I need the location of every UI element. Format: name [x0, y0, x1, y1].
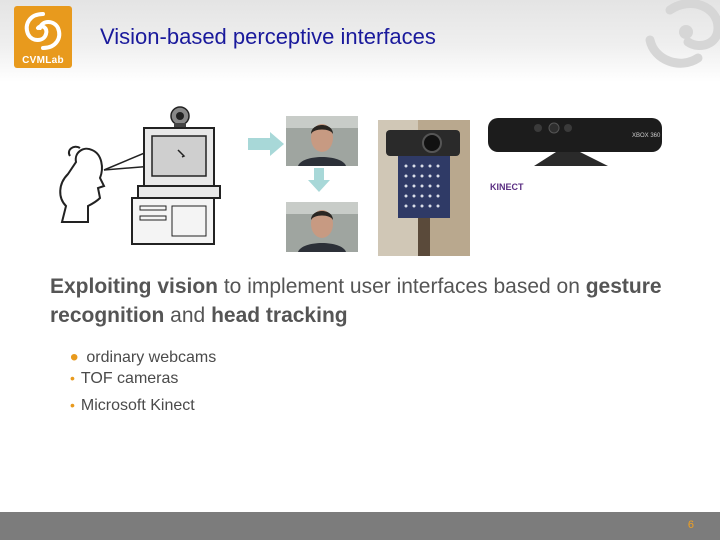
body-heading: Exploiting vision to implement user inte… — [50, 272, 690, 330]
heading-part: gesture recognition — [50, 275, 662, 327]
decorative-swirl-icon — [645, 0, 720, 68]
person-icon — [59, 145, 106, 223]
bullet-text: ordinary webcams — [86, 349, 217, 366]
bullet-item: • Microsoft Kinect — [70, 397, 195, 415]
header-bar: CVMLab Vision-based perceptive interface… — [0, 0, 720, 82]
cvmlab-logo: CVMLab — [14, 6, 72, 68]
bullet-dot-icon: • — [70, 370, 75, 386]
arrow-right-icon — [248, 132, 284, 156]
swirl-logo-icon — [24, 12, 62, 50]
bullet-text: TOF cameras — [80, 370, 179, 387]
bullet-dot-icon: • — [70, 344, 79, 371]
heading-part: and — [164, 304, 212, 327]
computer-icon — [131, 127, 221, 245]
arrow-down-icon — [308, 168, 330, 192]
bullet-item: • ordinary webcams — [70, 341, 217, 371]
face-photo-bottom — [286, 202, 358, 252]
xbox-label: XBOX 360 — [632, 133, 661, 139]
slide-title: Vision-based perceptive interfaces — [100, 24, 436, 49]
illustration-svg: XBOX 360 KINECT — [59, 106, 662, 256]
face-photo-top — [286, 116, 358, 166]
illustration-strip: XBOX 360 KINECT — [48, 94, 672, 258]
logo-text: CVMLab — [22, 55, 64, 66]
tof-camera-photo — [378, 120, 470, 256]
bullet-text: Microsoft Kinect — [80, 397, 195, 414]
heading-part: to implement user interfaces based on — [218, 275, 586, 298]
heading-part: head tracking — [211, 304, 348, 327]
webcam-icon — [170, 106, 190, 128]
kinect-label: KINECT — [490, 182, 524, 192]
heading-part: Exploiting vision — [50, 275, 219, 298]
bullet-item: • TOF cameras — [70, 370, 178, 388]
page-number: 6 — [687, 519, 694, 531]
footer-bar: 6 — [0, 512, 720, 540]
kinect-device-icon — [488, 118, 662, 166]
bullet-dot-icon: • — [70, 397, 75, 413]
